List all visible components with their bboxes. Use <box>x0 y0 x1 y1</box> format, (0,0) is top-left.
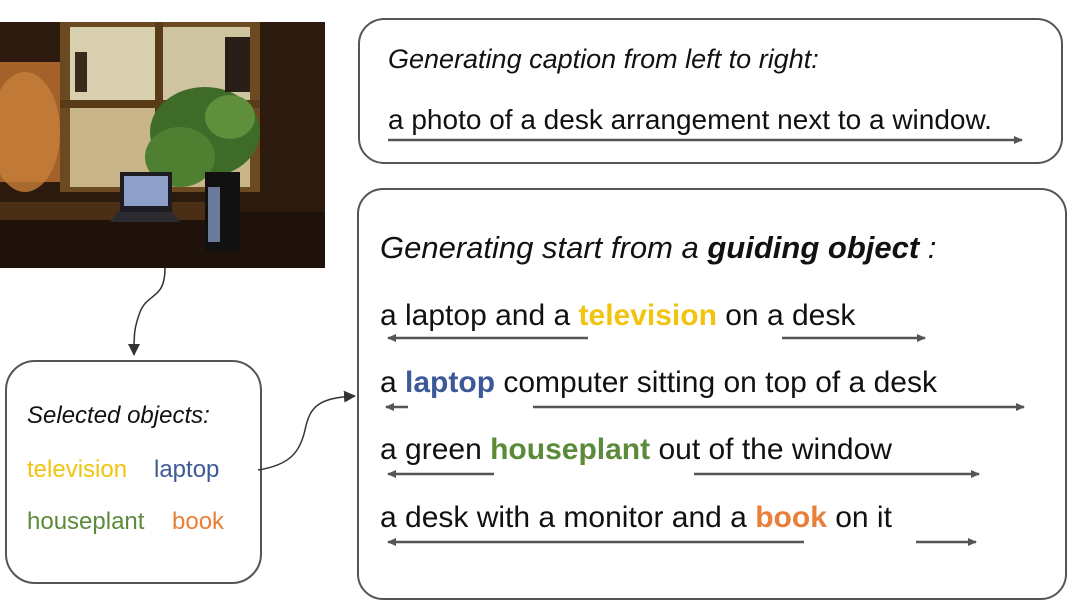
guiding-object-heading: Generating start from a guiding object : <box>380 230 936 266</box>
keyword-laptop: laptop <box>405 366 496 399</box>
row-pre: a <box>380 366 406 399</box>
heading-suffix: : <box>919 230 937 265</box>
heading-bold: guiding object <box>707 230 920 265</box>
selected-object-laptop: laptop <box>154 456 220 483</box>
caption-row-houseplant: a green houseplant out of the window <box>380 433 892 467</box>
heading-prefix: Generating start from a <box>380 230 708 265</box>
left-to-right-caption: a photo of a desk arrangement next to a … <box>388 104 992 135</box>
selected-objects-box <box>5 360 262 584</box>
row-post: on a desk <box>716 299 856 332</box>
keyword-television: television <box>578 299 717 332</box>
row-pre: a laptop and a <box>380 299 579 332</box>
selected-object-television: television <box>27 456 128 483</box>
keyword-houseplant: houseplant <box>490 433 651 466</box>
row-post: out of the window <box>650 433 892 466</box>
caption-row-book: a desk with a monitor and a book on it <box>380 501 892 535</box>
guiding-object-box <box>357 188 1067 600</box>
selected-object-houseplant: houseplant <box>27 508 145 535</box>
desk-photo <box>0 22 325 268</box>
selected-objects-heading: Selected objects: <box>27 402 210 429</box>
left-to-right-heading: Generating caption from left to right: <box>388 44 819 74</box>
caption-row-television: a laptop and a television on a desk <box>380 299 855 333</box>
selected-to-main-connector <box>257 390 356 471</box>
row-pre: a desk with a monitor and a <box>380 501 756 534</box>
keyword-book: book <box>755 501 827 534</box>
row-post: computer sitting on top of a desk <box>495 366 937 399</box>
photo-to-selected-connector <box>128 267 166 356</box>
selected-object-book: book <box>172 508 225 535</box>
row-pre: a green <box>380 433 491 466</box>
caption-row-laptop: a laptop computer sitting on top of a de… <box>380 366 937 400</box>
row-post: on it <box>826 501 892 534</box>
